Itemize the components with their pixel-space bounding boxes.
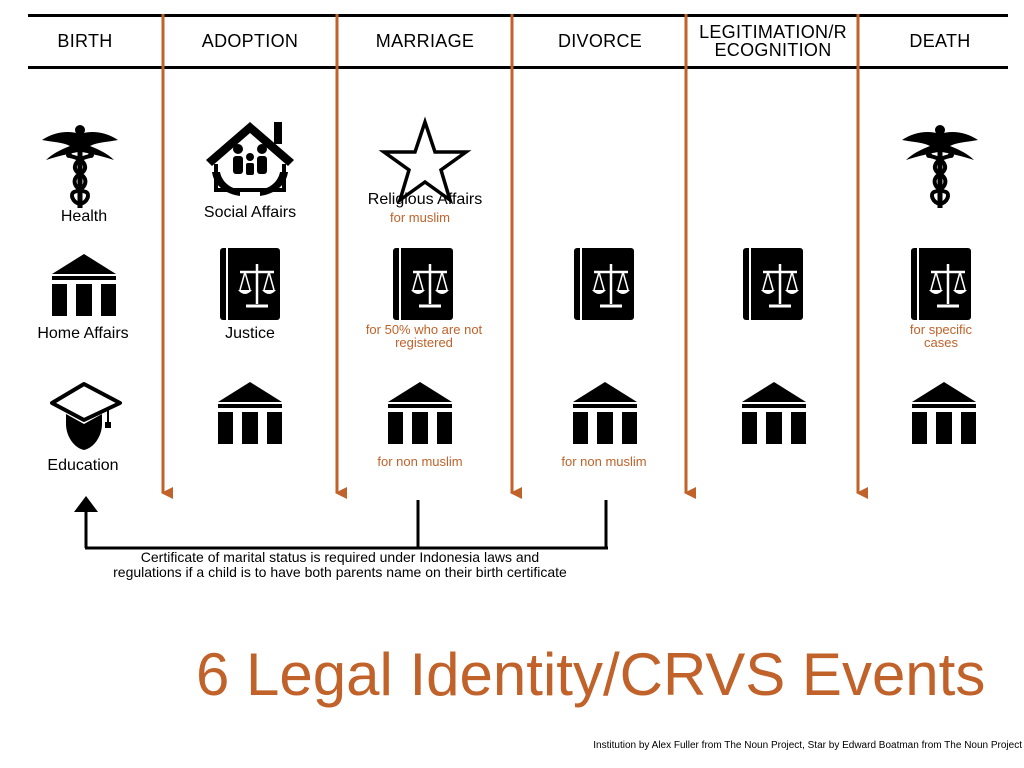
header-top-rule	[28, 14, 1008, 17]
star-icon	[378, 116, 472, 205]
header-adoption: ADOPTION	[201, 31, 299, 51]
header-divorce: DIVORCE	[557, 31, 643, 51]
header-legitimation-line2: ECOGNITION	[714, 40, 832, 60]
label-health: Health	[60, 208, 108, 225]
header-legitimation: LEGITIMATION/R ECOGNITION	[690, 16, 856, 66]
note-for-specific-cases: for specific cases	[909, 322, 973, 350]
header-death: DEATH	[909, 31, 971, 51]
note-for-non-muslim-marriage: for non muslim	[377, 454, 463, 469]
icon-credit: Institution by Alex Fuller from The Noun…	[593, 740, 1022, 751]
label-religious-affairs: Religious Affairs	[367, 191, 483, 208]
graduation-cap-icon	[50, 382, 122, 450]
institution-building-icon	[218, 382, 282, 444]
caduceus-icon	[900, 123, 980, 210]
law-book-icon	[741, 246, 805, 322]
header-marriage: MARRIAGE	[375, 31, 475, 51]
header-birth: BIRTH	[57, 31, 113, 51]
label-home-affairs: Home Affairs	[37, 325, 129, 342]
caduceus-icon	[40, 123, 120, 210]
label-justice: Justice	[225, 325, 275, 342]
institution-building-icon	[742, 382, 806, 444]
note-for-50-not-registered: for 50% who are not registered	[365, 322, 483, 350]
note-for-non-muslim-divorce: for non muslim	[561, 454, 647, 469]
label-social-affairs: Social Affairs	[203, 204, 297, 221]
note-for-muslim: for muslim	[390, 210, 450, 225]
law-book-icon	[572, 246, 636, 322]
label-education: Education	[47, 457, 119, 474]
header-bottom-rule	[28, 66, 1008, 69]
law-book-icon	[391, 246, 455, 322]
institution-building-icon	[52, 254, 116, 316]
institution-building-icon	[388, 382, 452, 444]
law-book-icon	[218, 246, 282, 322]
certificate-bracket	[84, 500, 608, 550]
arrow-up-icon	[74, 496, 98, 512]
family-home-icon	[206, 122, 294, 196]
institution-building-icon	[573, 382, 637, 444]
institution-building-icon	[912, 382, 976, 444]
column-separators	[161, 14, 868, 499]
header-legitimation-line1: LEGITIMATION/R	[699, 22, 847, 42]
law-book-icon	[909, 246, 973, 322]
certificate-note: Certificate of marital status is require…	[113, 549, 567, 580]
page-title: 6 Legal Identity/CRVS Events	[196, 641, 986, 708]
